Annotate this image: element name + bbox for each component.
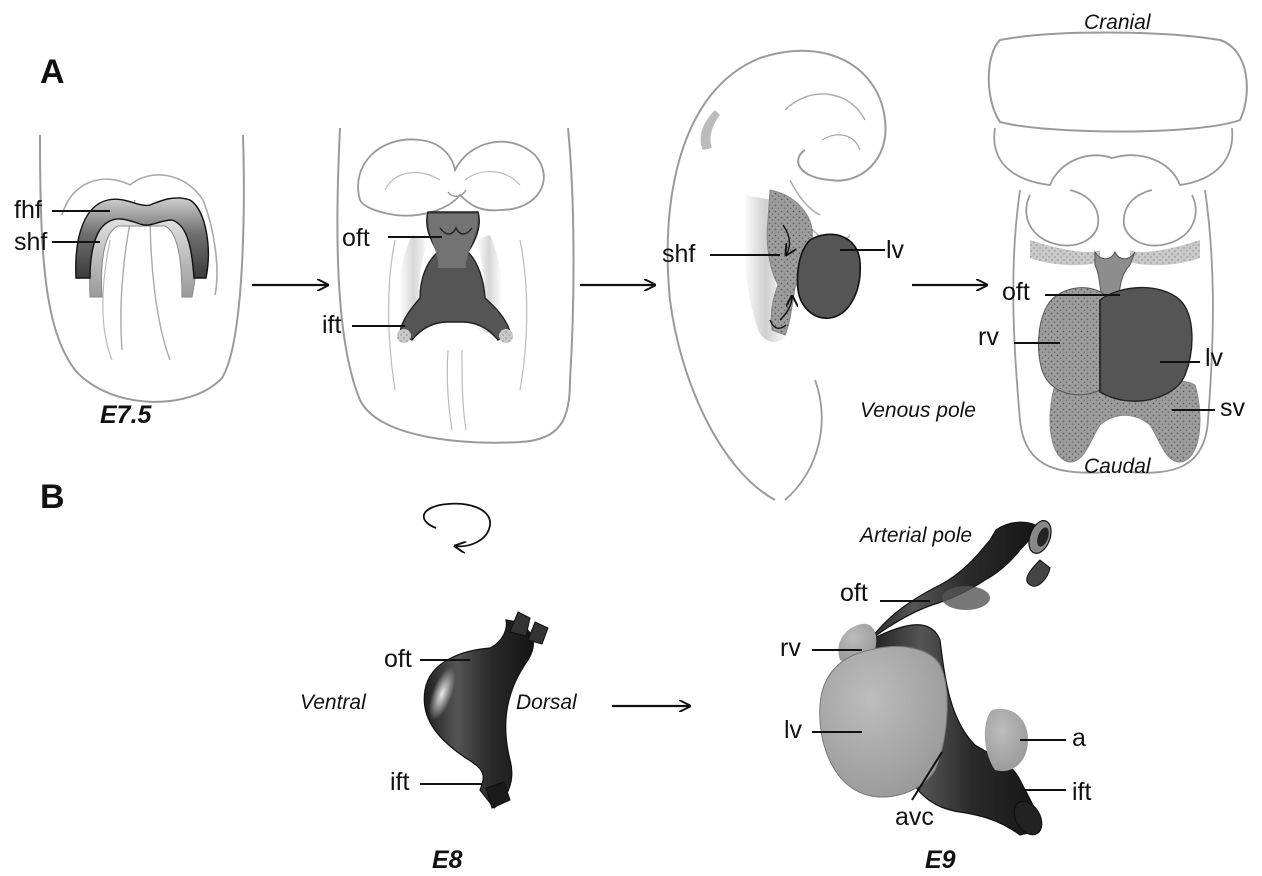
label-avc: avc	[895, 805, 934, 830]
lv-stage-4	[1100, 288, 1192, 402]
stage-label-e8: E8	[432, 848, 463, 873]
panel-label-b: B	[40, 480, 65, 514]
embryo-stage-2	[337, 128, 573, 443]
stage-label-e7-5: E7.5	[100, 403, 151, 428]
label-a-e9: a	[1072, 726, 1086, 751]
leader-lines	[52, 211, 1215, 800]
label-lv-stage-3: lv	[886, 238, 904, 263]
embryo-e7-5	[40, 135, 244, 402]
label-ift-e9: ift	[1072, 780, 1091, 805]
panel-label-a: A	[40, 55, 65, 89]
label-caudal: Caudal	[1084, 456, 1151, 477]
label-ventral: Ventral	[300, 692, 366, 713]
label-sv: sv	[1220, 396, 1245, 421]
label-cranial: Cranial	[1084, 12, 1151, 33]
stage-label-e9: E9	[925, 848, 956, 873]
embryo-stage-3	[668, 51, 886, 500]
label-shf-stage-3: shf	[662, 242, 695, 267]
rotation-arrow-icon	[424, 504, 490, 547]
embryo-stage-4	[989, 33, 1247, 473]
label-oft-stage-4: oft	[1002, 280, 1030, 305]
label-venous-pole: Venous pole	[860, 400, 976, 421]
label-ift-stage-2: ift	[322, 313, 341, 338]
rv-stage-4	[1038, 288, 1110, 395]
label-oft-e8: oft	[384, 647, 412, 672]
label-fhf: fhf	[14, 198, 42, 223]
label-oft-e9: oft	[840, 581, 868, 606]
label-rv-stage-4: rv	[978, 325, 999, 350]
label-shf-e7-5: shf	[14, 230, 47, 255]
label-ift-e8: ift	[390, 770, 409, 795]
label-arterial-pole: Arterial pole	[860, 525, 972, 546]
lv-stage-3	[798, 234, 861, 318]
label-lv-stage-4: lv	[1205, 346, 1223, 371]
heart-e9	[820, 518, 1055, 840]
label-dorsal: Dorsal	[516, 692, 577, 713]
label-oft-stage-2: oft	[342, 226, 370, 251]
label-lv-e9: lv	[784, 718, 802, 743]
label-rv-e9: rv	[780, 636, 801, 661]
